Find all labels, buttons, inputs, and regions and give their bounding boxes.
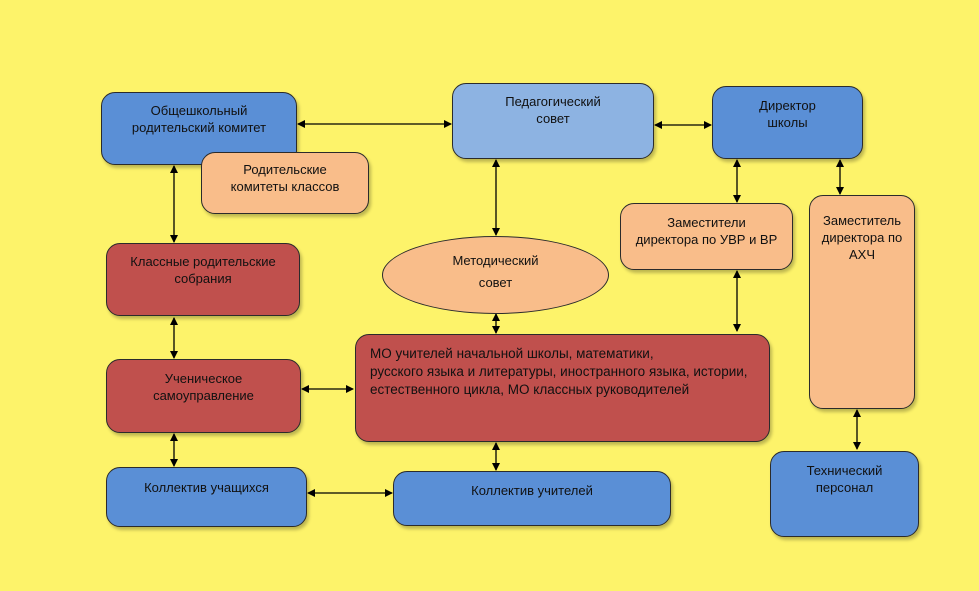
pedagogical-council-node: Педагогический совет	[452, 83, 654, 159]
students-collective-node: Коллектив учащихся	[106, 467, 307, 527]
deputy-ahch-node: Заместитель директора по АХЧ	[809, 195, 915, 409]
director-label: Директор школы	[759, 98, 816, 130]
deputies-uvr-vr-node: Заместители директора по УВР и ВР	[620, 203, 793, 270]
deputies-uvr-vr-label: Заместители директора по УВР и ВР	[635, 215, 778, 247]
technical-staff-label: Технический персонал	[806, 463, 883, 495]
class-committees-label: Родительские комитеты классов	[230, 162, 340, 194]
methodical-council-node: Методический совет	[382, 236, 609, 314]
class-committees-node: Родительские комитеты классов	[201, 152, 369, 214]
class-meetings-node: Классные родительские собрания	[106, 243, 300, 316]
class-meetings-label: Классные родительские собрания	[130, 254, 276, 286]
pedagogical-council-label: Педагогический совет	[505, 94, 601, 126]
director-node: Директор школы	[712, 86, 863, 159]
methodical-council-label: Методический совет	[452, 253, 539, 290]
student-government-label: Ученическое самоуправление	[153, 371, 254, 403]
teachers-collective-node: Коллектив учителей	[393, 471, 671, 526]
mo-teachers-label: МО учителей начальной школы, математики,…	[370, 346, 748, 397]
student-government-node: Ученическое самоуправление	[106, 359, 301, 433]
students-collective-label: Коллектив учащихся	[144, 480, 269, 495]
mo-teachers-node: МО учителей начальной школы, математики,…	[355, 334, 770, 442]
teachers-collective-label: Коллектив учителей	[471, 483, 593, 498]
deputy-ahch-label: Заместитель директора по АХЧ	[821, 213, 903, 262]
parent-committee-label: Общешкольный родительский комитет	[131, 103, 267, 135]
technical-staff-node: Технический персонал	[770, 451, 919, 537]
